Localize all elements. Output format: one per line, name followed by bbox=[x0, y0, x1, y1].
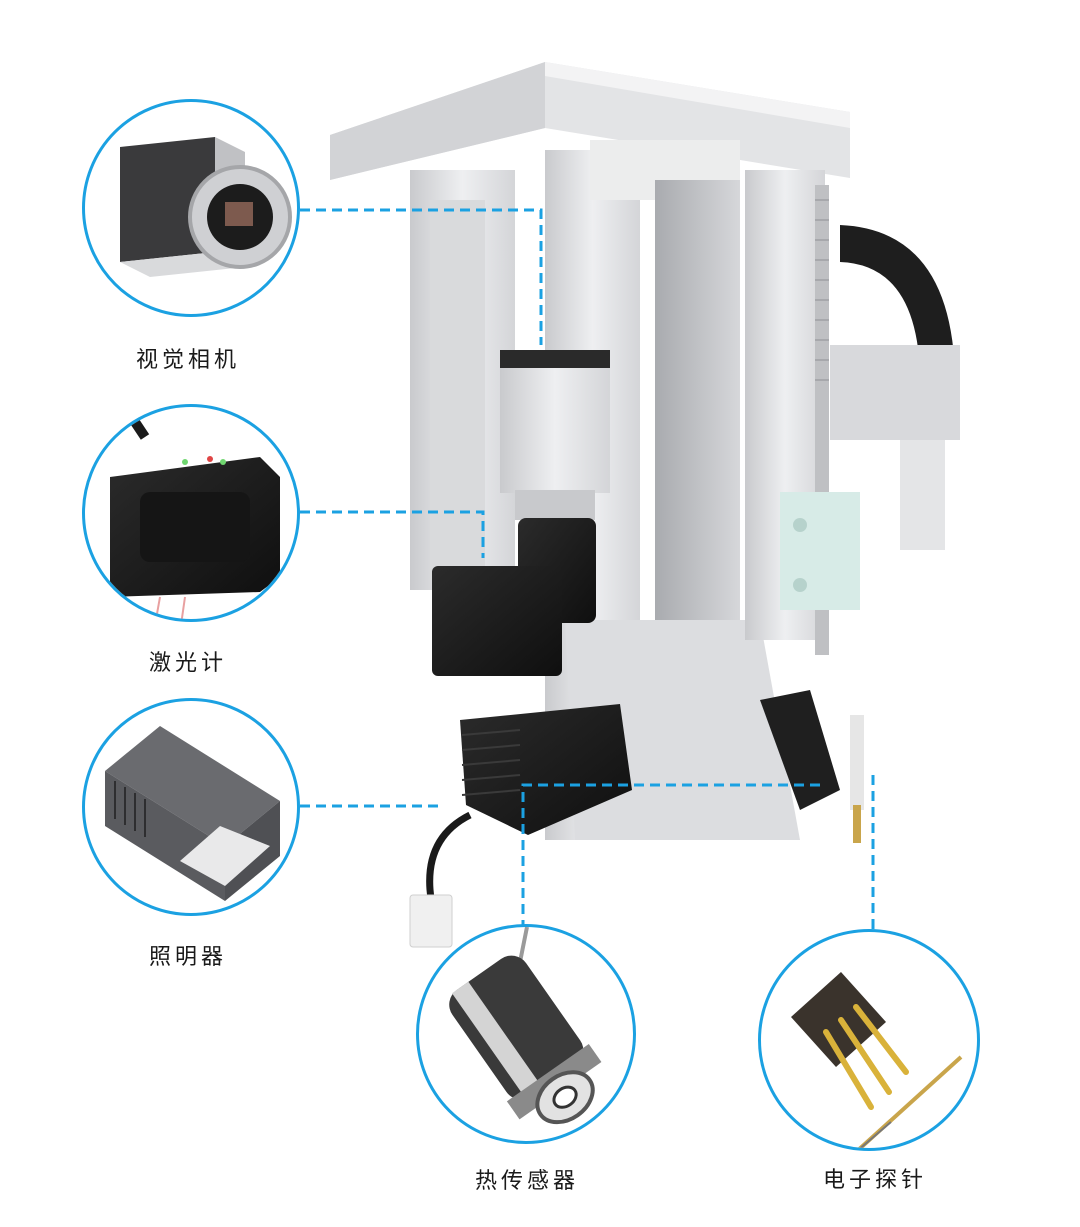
illuminator-body bbox=[460, 704, 632, 835]
thermal-sensor-callout bbox=[416, 924, 636, 1144]
laser-displacement-sensor-icon bbox=[110, 407, 280, 619]
probe-label: 电子探针 bbox=[822, 1168, 927, 1193]
cable-connector bbox=[409, 894, 453, 948]
industrial-camera-icon bbox=[120, 137, 292, 277]
leader-lines bbox=[300, 208, 875, 935]
illuminator-callout bbox=[82, 698, 300, 916]
probe-callout bbox=[758, 929, 980, 1151]
camera-leader bbox=[300, 208, 543, 345]
laser-callout bbox=[82, 404, 300, 622]
sensor-cable bbox=[426, 811, 472, 906]
center-plate bbox=[545, 140, 800, 840]
camera-callout bbox=[82, 99, 300, 317]
thermal-leader bbox=[521, 783, 820, 925]
illuminator-label: 照明器 bbox=[148, 945, 227, 970]
probe-pin bbox=[853, 805, 861, 843]
thermal-sensor-icon bbox=[449, 927, 602, 1125]
electronic-probe-icon bbox=[791, 972, 963, 1148]
camera-label: 视觉相机 bbox=[135, 348, 240, 373]
thermal-sensor-label: 热传感器 bbox=[474, 1169, 579, 1194]
laser-leader bbox=[300, 510, 485, 558]
laser-label: 激光计 bbox=[148, 651, 227, 676]
laser-sensor-body bbox=[432, 566, 562, 676]
probe-arm bbox=[760, 690, 840, 810]
bracket bbox=[830, 345, 960, 440]
guide-block bbox=[780, 492, 860, 610]
illuminator-light-box-icon bbox=[105, 726, 280, 901]
